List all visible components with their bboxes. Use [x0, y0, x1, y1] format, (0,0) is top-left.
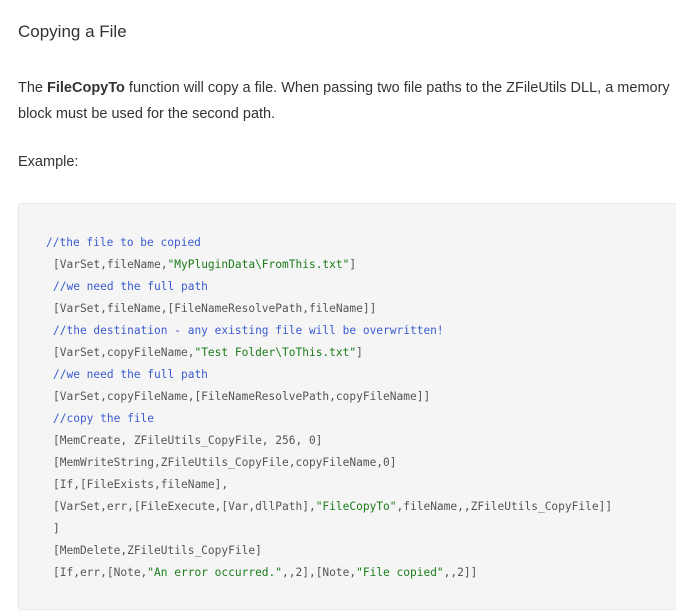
code-comment: //copy the file	[53, 412, 155, 425]
code-text: [VarSet,copyFileName,[FileNameResolvePat…	[53, 390, 431, 403]
code-string: "File copied"	[356, 566, 444, 579]
code-text: [VarSet,copyFileName,	[53, 346, 195, 359]
code-text: ,,2]]	[443, 566, 478, 579]
code-comment: //the destination - any existing file wi…	[53, 324, 444, 337]
code-line: [MemWriteString,ZFileUtils_CopyFile,copy…	[46, 452, 612, 474]
intro-text-rest: function will copy a file. When passing …	[18, 80, 670, 122]
code-text: [VarSet,fileName,	[53, 258, 168, 271]
code-string: "MyPluginData\FromThis.txt"	[167, 258, 350, 271]
code-content: //the file to be copied [VarSet,fileName,…	[46, 232, 612, 584]
section-title: Copying a File	[18, 22, 127, 41]
code-text: [MemWriteString,ZFileUtils_CopyFile,copy…	[53, 456, 397, 469]
intro-paragraph: The FileCopyTo function will copy a file…	[18, 75, 676, 127]
code-text: [VarSet,err,[FileExecute,[Var,dllPath],	[53, 500, 316, 513]
code-string: "An error occurred."	[147, 566, 283, 579]
code-string: "FileCopyTo"	[315, 500, 397, 513]
code-text: [MemCreate, ZFileUtils_CopyFile, 256, 0]	[53, 434, 323, 447]
code-text: ]	[356, 346, 363, 359]
code-line: //we need the full path	[46, 364, 612, 386]
code-string: "Test Folder\ToThis.txt"	[194, 346, 357, 359]
code-text: ,,2],[Note,	[282, 566, 357, 579]
code-line: //copy the file	[46, 408, 612, 430]
code-comment: //we need the full path	[53, 280, 208, 293]
code-line: [VarSet,copyFileName,[FileNameResolvePat…	[46, 386, 612, 408]
function-name: FileCopyTo	[47, 80, 125, 96]
example-label: Example:	[18, 154, 79, 170]
intro-text: The	[18, 80, 48, 96]
code-line: [VarSet,fileName,[FileNameResolvePath,fi…	[46, 298, 612, 320]
code-line: ]	[46, 518, 612, 540]
code-text: ]	[349, 258, 357, 271]
code-line: //we need the full path	[46, 276, 612, 298]
code-text: ,fileName,,ZFileUtils_CopyFile]]	[396, 500, 613, 513]
code-line: [MemDelete,ZFileUtils_CopyFile]	[46, 540, 612, 562]
code-line: [MemCreate, ZFileUtils_CopyFile, 256, 0]	[46, 430, 612, 452]
code-line: [VarSet,copyFileName,"Test Folder\ToThis…	[46, 342, 612, 364]
code-text: [If,err,[Note,	[53, 566, 148, 579]
code-line: //the file to be copied	[46, 232, 612, 254]
code-line: //the destination - any existing file wi…	[46, 320, 612, 342]
code-comment: //the file to be copied	[46, 236, 201, 249]
code-line: [If,err,[Note,"An error occurred.",,2],[…	[46, 562, 612, 584]
code-line: [If,[FileExists,fileName],	[46, 474, 612, 496]
code-comment: //we need the full path	[53, 368, 208, 381]
code-block: //the file to be copied [VarSet,fileName,…	[18, 203, 676, 610]
code-text: [VarSet,fileName,[FileNameResolvePath,fi…	[53, 302, 377, 315]
code-text: ]	[53, 522, 60, 535]
code-text: [MemDelete,ZFileUtils_CopyFile]	[53, 544, 262, 557]
code-text: [If,[FileExists,fileName],	[53, 478, 229, 491]
code-line: [VarSet,err,[FileExecute,[Var,dllPath],"…	[46, 496, 612, 518]
code-line: [VarSet,fileName,"MyPluginData\FromThis.…	[46, 254, 612, 276]
